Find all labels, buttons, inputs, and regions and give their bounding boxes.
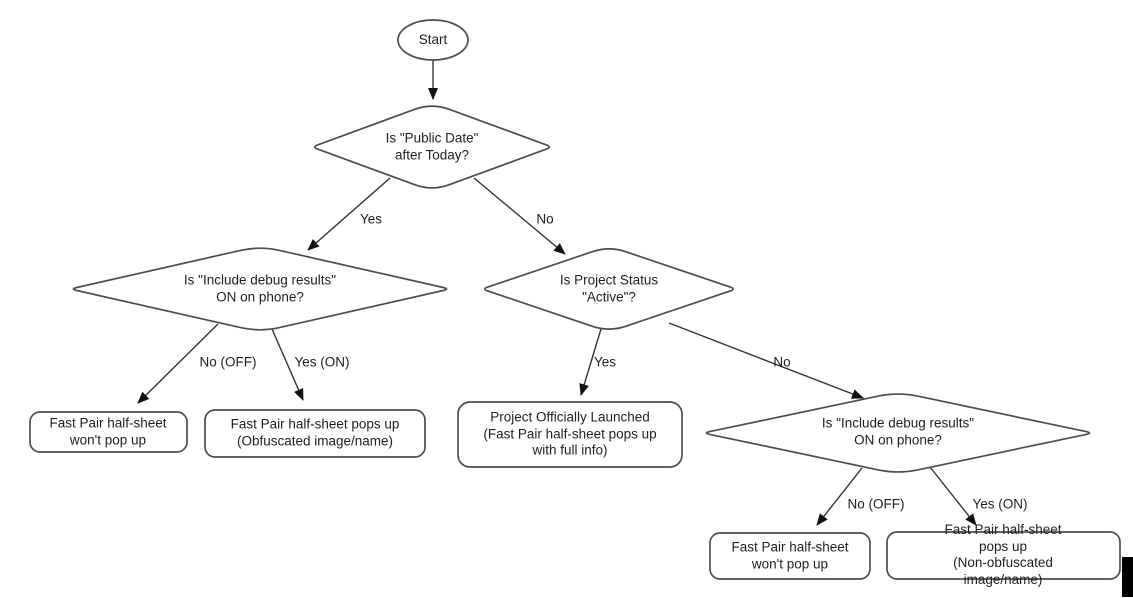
process-no-popup-left-shape [29,411,188,453]
edge-yes-on-to-non-obfuscated [929,466,977,526]
start-node-shape [397,19,469,61]
edge-no-to-debug-right [668,322,864,399]
process-non-obfuscated-label: Fast Pair half-sheet pops up (Non-obfusc… [944,522,1062,587]
decision-debug-right-label: Is "Include debug results" ON on phone? [821,415,975,448]
decision-project-status-label: Is Project Status "Active"? [559,272,659,305]
start-node-label: Start [418,31,448,47]
edge-no-off-to-no-popup-left [137,323,219,404]
process-launched-label: Project Officially Launched (Fast Pair h… [483,409,657,458]
edge-label-no-off-right: No (OFF) [847,496,905,512]
process-launched-shape [457,401,683,468]
edge-label-no-off-left: No (OFF) [199,354,257,370]
decision-debug-right-shape [705,393,1091,473]
edge-yes-to-debug-left [307,177,391,251]
decision-public-date-shape [313,105,551,189]
edge-yes-to-launched [579,328,602,396]
process-no-popup-right-shape [709,532,871,580]
edge-no-to-project-status [473,177,566,255]
decision-debug-left-shape [72,247,448,331]
decision-project-status-shape [483,248,735,330]
edge-label-yes1: Yes [359,211,383,227]
edge-yes-on-to-obfuscated [271,328,304,401]
edge-label-yes2: Yes [593,354,617,370]
decision-public-date-label: Is "Public Date" after Today? [385,130,479,163]
edge-label-yes-on-left: Yes (ON) [294,354,350,370]
decision-debug-left-label: Is "Include debug results" ON on phone? [183,272,337,305]
process-obfuscated-shape [204,409,426,458]
process-no-popup-right-label: Fast Pair half-sheet won't pop up [731,539,849,572]
text-cursor-bar [1122,557,1133,597]
edge-no-off-to-no-popup-right [816,467,863,526]
edge-label-no2: No [773,354,791,370]
edge-label-no1: No [536,211,554,227]
process-obfuscated-label: Fast Pair half-sheet pops up (Obfuscated… [230,416,400,449]
edge-label-yes-on-right: Yes (ON) [972,496,1028,512]
process-non-obfuscated-shape [886,531,1121,580]
process-no-popup-left-label: Fast Pair half-sheet won't pop up [49,415,167,448]
